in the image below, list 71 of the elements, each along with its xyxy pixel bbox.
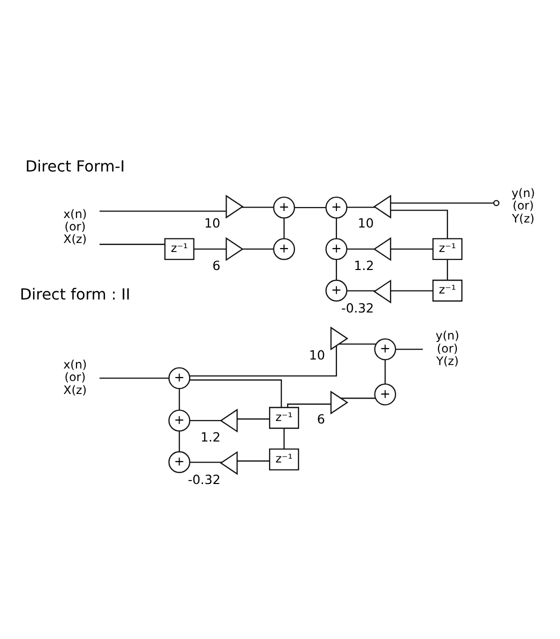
connector xyxy=(194,248,226,250)
connector xyxy=(242,248,274,250)
connector xyxy=(294,206,326,208)
connector xyxy=(446,260,448,280)
node-box: z⁻¹ xyxy=(164,238,194,260)
connector xyxy=(237,460,270,462)
node-triangle xyxy=(373,194,392,219)
node-label: 6 xyxy=(212,258,220,274)
connector xyxy=(390,210,448,238)
node-text: x(n) (or) X(z) xyxy=(63,206,87,246)
connector xyxy=(178,431,180,452)
connector xyxy=(384,360,386,384)
connector xyxy=(242,206,274,208)
node-triangle xyxy=(220,408,238,433)
node-circle: + xyxy=(168,410,190,432)
connector xyxy=(190,379,282,408)
node-box: z⁻¹ xyxy=(432,280,462,302)
connector xyxy=(347,206,376,208)
node-circle: + xyxy=(273,238,296,260)
connector xyxy=(190,346,337,376)
connector xyxy=(347,248,374,250)
node-circle: + xyxy=(168,451,190,474)
node-box: z⁻¹ xyxy=(269,448,300,470)
node-triangle xyxy=(226,237,244,262)
node-triangle xyxy=(226,194,244,219)
node-triangle xyxy=(330,390,348,414)
node-triangle xyxy=(373,280,392,304)
connector xyxy=(336,260,337,280)
node-label: 6 xyxy=(317,411,326,426)
connector xyxy=(190,420,221,422)
node-label: 10 xyxy=(204,216,220,231)
connector xyxy=(390,290,433,292)
node-circle: + xyxy=(374,338,396,360)
label: Direct Form-I xyxy=(25,158,125,176)
node-label: -0.32 xyxy=(341,300,374,316)
node-circle: + xyxy=(325,196,348,219)
node-label: 10 xyxy=(358,216,374,231)
node-text: y(n) (or) Y(z) xyxy=(512,186,536,226)
node-text: y(n) (or) Y(z) xyxy=(436,328,460,368)
connector xyxy=(190,462,222,463)
connector xyxy=(339,344,376,345)
connector xyxy=(100,244,165,245)
node-circle: + xyxy=(325,280,348,302)
node-box: z⁻¹ xyxy=(432,238,462,260)
connector xyxy=(396,348,423,350)
connector xyxy=(100,378,169,379)
connector xyxy=(390,200,500,206)
connector xyxy=(283,428,285,449)
node-label: 1.2 xyxy=(200,430,221,445)
node-label: 1.2 xyxy=(354,258,374,274)
node-circle: + xyxy=(325,238,348,260)
connector xyxy=(237,418,270,420)
connector xyxy=(347,290,376,292)
connector xyxy=(340,398,376,399)
node-box: z⁻¹ xyxy=(269,406,300,429)
connector xyxy=(390,248,433,250)
connector xyxy=(178,388,180,410)
node-triangle xyxy=(330,326,348,350)
connector xyxy=(283,218,285,238)
node-label: -0.32 xyxy=(188,472,221,487)
connector xyxy=(336,218,337,238)
label: Direct form : II xyxy=(20,286,130,304)
node-text: x(n) (or) X(z) xyxy=(63,358,87,397)
node-triangle xyxy=(220,451,238,475)
node-label: 10 xyxy=(308,347,326,362)
node-circle: + xyxy=(168,367,190,390)
node-circle: + xyxy=(374,383,396,406)
node-circle: + xyxy=(273,196,296,219)
node-triangle xyxy=(373,237,392,262)
connector xyxy=(287,404,331,408)
connector xyxy=(100,210,226,212)
